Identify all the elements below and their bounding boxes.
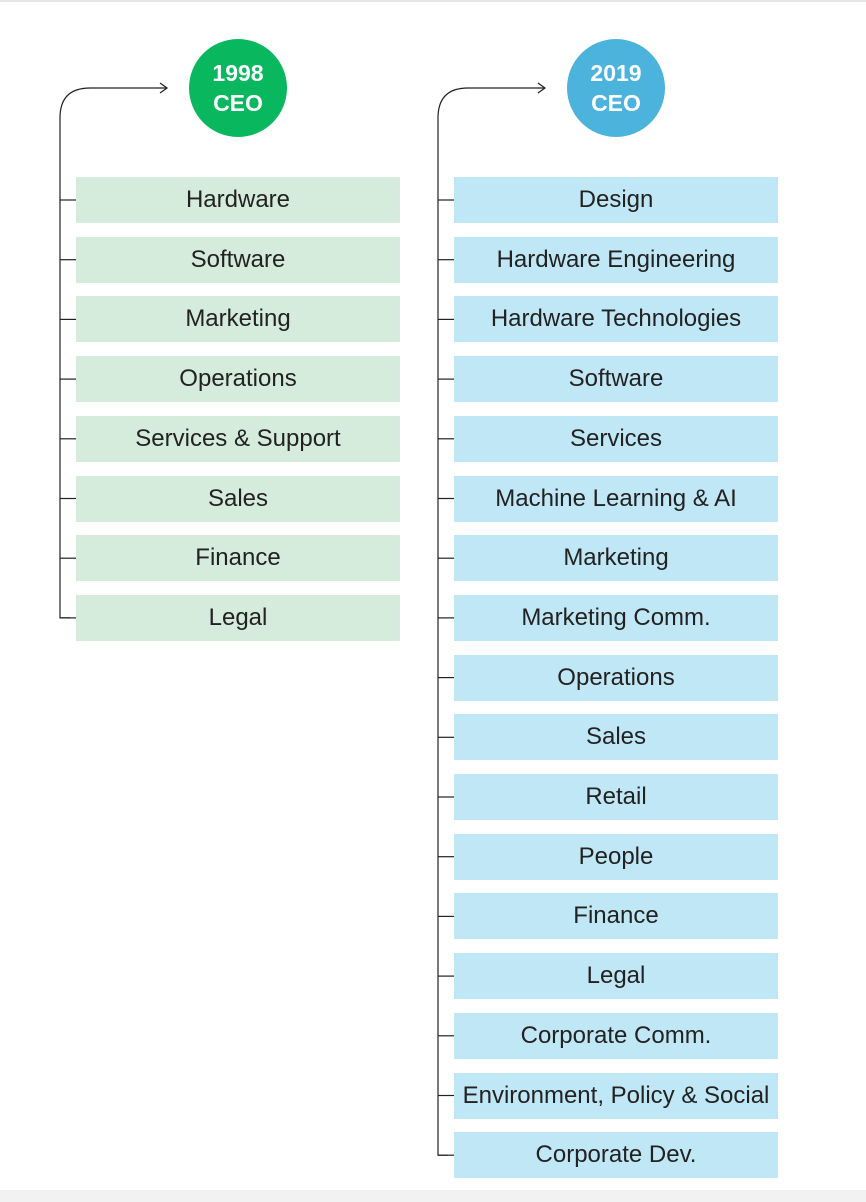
department-box: Retail [454, 774, 778, 820]
department-box: People [454, 833, 778, 880]
department-box: Operations [454, 654, 778, 701]
connector-lines-2019 [437, 82, 547, 1156]
department-box: Marketing [454, 535, 778, 582]
connector-spine [437, 87, 545, 1156]
department-box: Software [454, 356, 778, 403]
department-box: Marketing Comm. [454, 594, 778, 641]
department-box: Sales [76, 475, 400, 522]
department-box: Services & Support [76, 415, 400, 462]
arrow-head-icon [159, 82, 169, 94]
ceo-node-1998: 1998 CEO [189, 39, 287, 137]
department-box: Machine Learning & AI [454, 475, 778, 522]
department-box: Legal [454, 953, 778, 1000]
arrow-head-icon [537, 82, 547, 94]
ceo-node-2019: 2019 CEO [567, 39, 665, 137]
department-box: Design [454, 177, 778, 223]
department-box: Finance [454, 893, 778, 940]
department-box: Environment, Policy & Social [454, 1072, 778, 1119]
department-box: Legal [76, 594, 400, 641]
connector-spine [59, 87, 167, 619]
department-box: Hardware Technologies [454, 296, 778, 343]
department-box: Software [76, 236, 400, 283]
department-box: Corporate Comm. [454, 1012, 778, 1059]
department-box: Services [454, 415, 778, 462]
top-divider [0, 0, 866, 2]
department-box: Hardware Engineering [454, 236, 778, 283]
bottom-band [0, 1190, 866, 1202]
department-box: Finance [76, 535, 400, 582]
department-box: Marketing [76, 296, 400, 343]
department-box: Sales [454, 714, 778, 761]
department-box: Operations [76, 356, 400, 403]
department-box: Corporate Dev. [454, 1132, 778, 1179]
connector-lines-1998 [59, 82, 169, 619]
department-box: Hardware [76, 177, 400, 223]
